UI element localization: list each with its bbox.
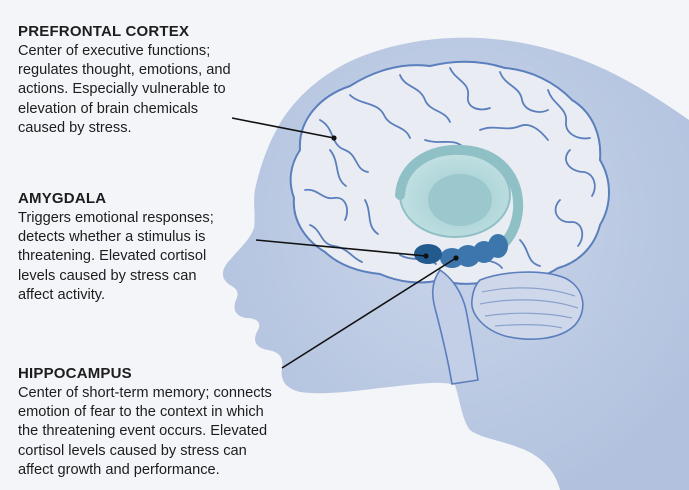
- text-line: actions. Especially vulnerable to: [18, 81, 226, 98]
- leader-line-prefrontal: [231, 117, 335, 139]
- callout-amygdala: AMYGDALA Triggers emotional responses; d…: [18, 190, 278, 305]
- callout-prefrontal-cortex: PREFRONTAL CORTEX Center of executive fu…: [18, 23, 318, 138]
- cerebellum: [471, 271, 584, 340]
- text-line: Center of short-term memory; connects: [18, 385, 272, 401]
- leader-dot-amygdala: [423, 253, 429, 259]
- text-line: emotion of fear to the context in which: [18, 404, 264, 421]
- leader-line-hippocampus: [281, 257, 457, 369]
- text-line: threatening. Elevated cortisol: [18, 248, 207, 265]
- callout-hippocampus: HIPPOCAMPUS Center of short-term memory;…: [18, 365, 378, 480]
- leader-dot-prefrontal: [331, 135, 337, 141]
- hippocampus: [440, 234, 508, 268]
- callout-title: PREFRONTAL CORTEX: [18, 23, 190, 40]
- text-line: the threatening event occurs. Elevated: [18, 423, 268, 440]
- callout-text: Center of short-term memory; connects em…: [18, 384, 378, 480]
- text-line: cortisol levels caused by stress can: [18, 442, 247, 459]
- limbic-arc: [395, 144, 524, 259]
- callout-title: AMYGDALA: [18, 190, 107, 207]
- brainstem: [431, 268, 479, 385]
- leader-lines: [231, 117, 457, 369]
- text-line: affect activity.: [18, 286, 106, 303]
- text-line: Center of executive functions;: [18, 43, 211, 59]
- callout-text: Triggers emotional responses; detects wh…: [18, 209, 278, 305]
- amygdala: [414, 244, 442, 264]
- brain-folds: [304, 67, 596, 269]
- thalamus-core: [428, 174, 492, 226]
- text-line: elevation of brain chemicals: [18, 100, 199, 117]
- text-line: affect growth and performance.: [18, 461, 220, 478]
- text-line: regulates thought, emotions, and: [18, 62, 231, 79]
- text-line: detects whether a stimulus is: [18, 229, 206, 246]
- leader-dot-hippocampus: [453, 255, 459, 261]
- leader-line-amygdala: [255, 239, 427, 257]
- callout-text: Center of executive functions; regulates…: [18, 42, 318, 138]
- text-line: levels caused by stress can: [18, 267, 197, 284]
- cerebellum-folds: [479, 287, 579, 329]
- text-line: caused by stress.: [18, 119, 132, 136]
- callout-title: HIPPOCAMPUS: [18, 365, 132, 382]
- text-line: Triggers emotional responses;: [18, 210, 214, 226]
